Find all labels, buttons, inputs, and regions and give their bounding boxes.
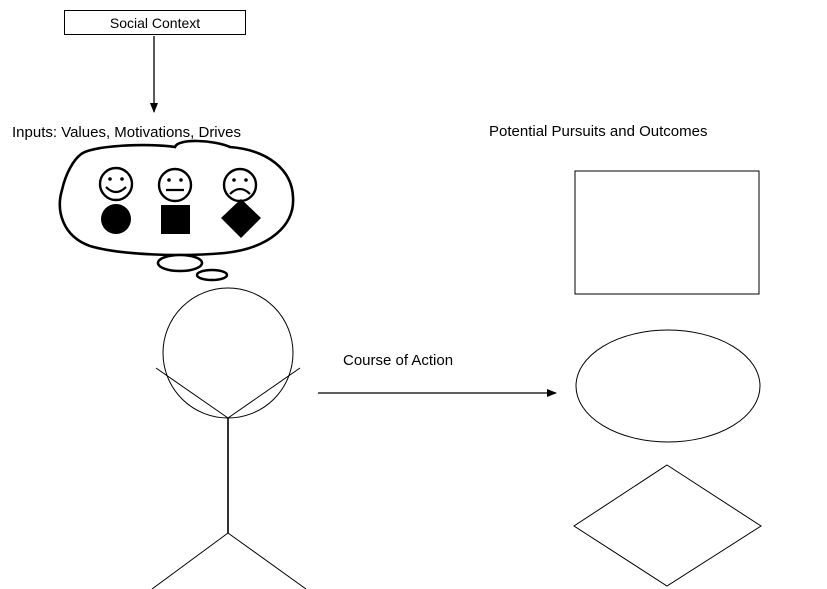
- figure-right-arm: [227, 367, 301, 419]
- figure-left-leg: [151, 532, 229, 589]
- figure-right-leg: [227, 532, 307, 589]
- outcome-square: [574, 170, 760, 295]
- filled-circle-icon: [101, 204, 131, 234]
- outcome-circle: [575, 329, 761, 443]
- filled-square-icon: [161, 205, 190, 234]
- figure-head: [162, 287, 294, 419]
- bubble-tail-small: [195, 268, 229, 282]
- outcome-diamond: [573, 464, 762, 587]
- social-context-label: Social Context: [109, 14, 201, 31]
- outcomes-label: Potential Pursuits and Outcomes: [489, 123, 708, 140]
- stick-figure: [151, 287, 307, 589]
- filled-diamond-icon: [221, 199, 261, 238]
- bubble-outline: [58, 139, 295, 257]
- figure-left-arm: [155, 367, 229, 419]
- smiling-face-icon: [98, 166, 134, 202]
- neutral-face-icon: [157, 167, 193, 203]
- action-label: Course of Action: [343, 352, 454, 369]
- inputs-label: Inputs: Values, Motivations, Drives: [12, 124, 241, 141]
- social-context-box: Social Context: [64, 10, 246, 35]
- thought-bubble: [58, 139, 295, 282]
- bubble-tail-large: [156, 253, 204, 273]
